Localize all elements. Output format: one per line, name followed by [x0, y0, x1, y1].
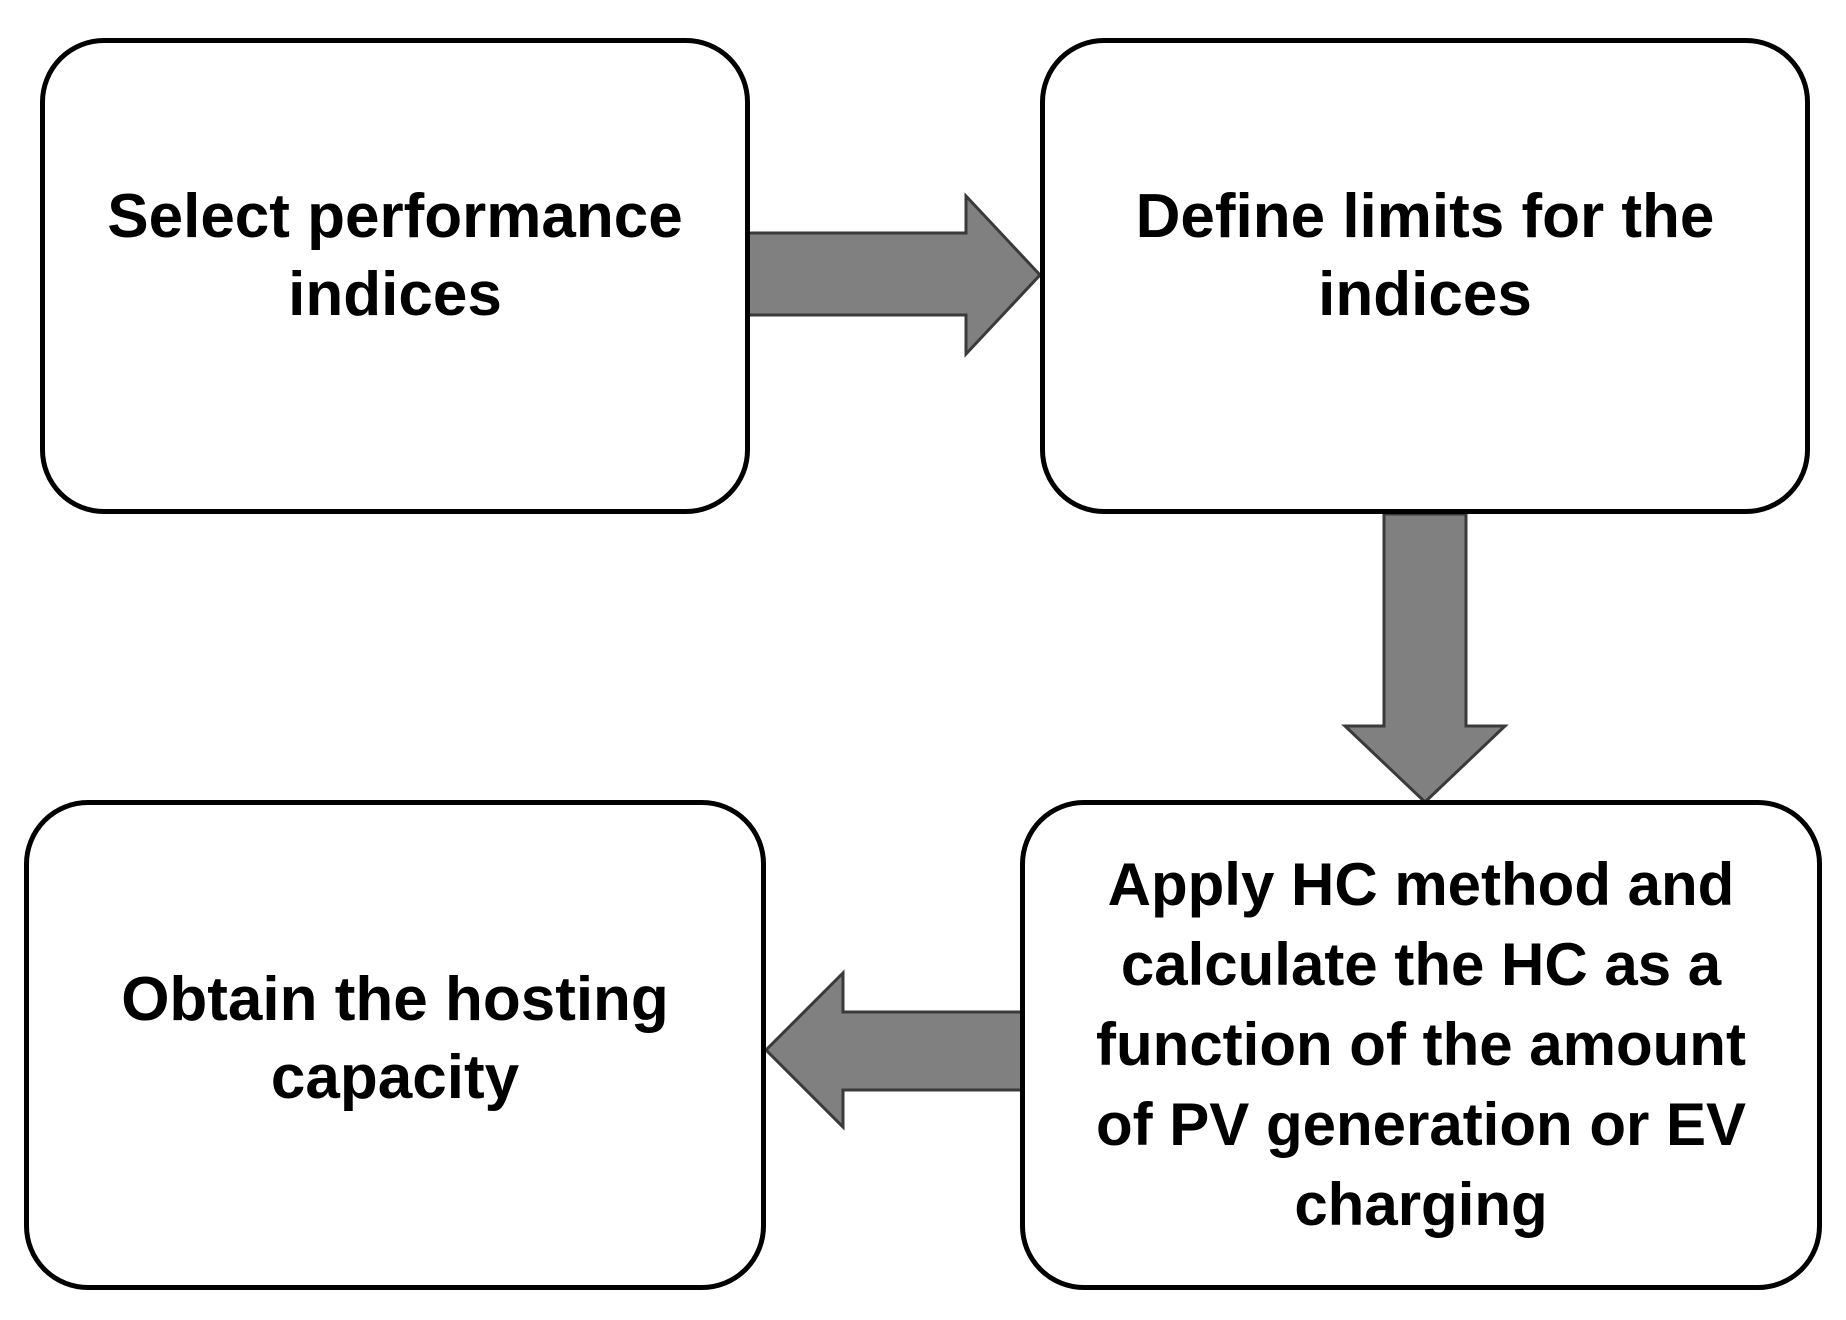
step-select-performance-indices: Select performance indices [40, 38, 750, 514]
arrow-down [1341, 512, 1509, 805]
step-define-limits: Define limits for the indices [1040, 38, 1810, 514]
step-obtain-hosting-capacity: Obtain the hosting capacity [24, 800, 766, 1290]
arrow-right [746, 192, 1043, 358]
step-obtain-label: Obtain the hosting capacity [121, 965, 669, 1112]
step-define-label: Define limits for the indices [1135, 182, 1715, 329]
step-select-label: Select performance indices [107, 182, 683, 329]
step-apply-label: Apply HC method and calculate the HC as … [1095, 851, 1747, 1238]
arrow-left [763, 969, 1024, 1131]
step-apply-hc-method: Apply HC method and calculate the HC as … [1020, 800, 1822, 1290]
